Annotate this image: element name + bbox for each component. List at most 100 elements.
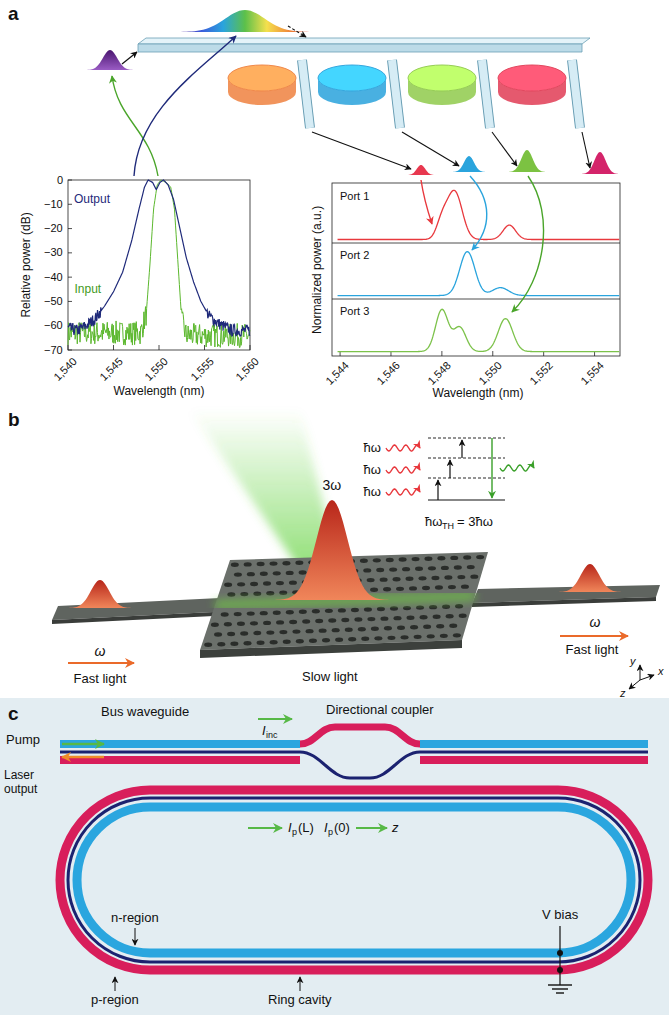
tick-label: 1,544 <box>323 359 351 387</box>
panel-letter: b <box>8 409 20 431</box>
tick-mark <box>441 351 442 356</box>
curved-arrow <box>512 176 544 312</box>
air-hole <box>328 618 336 622</box>
tick-label: −60 <box>44 319 63 332</box>
drop-arrow <box>312 132 411 169</box>
air-hole <box>435 585 443 589</box>
propagation-arrow <box>560 635 628 637</box>
panel-divider <box>332 299 620 300</box>
ground-symbol <box>548 984 572 985</box>
signal-label: Pump <box>6 733 40 748</box>
curved-arrow <box>112 76 158 176</box>
air-hole <box>431 576 439 580</box>
tick-label: −10 <box>44 198 63 211</box>
subscript: p <box>292 827 297 837</box>
air-hole <box>253 631 261 635</box>
tick-mark <box>159 345 160 350</box>
tick-mark <box>68 301 72 302</box>
tick-label: 1,540 <box>51 355 79 383</box>
tick-label: −40 <box>44 271 63 284</box>
ground-symbol <box>552 988 568 989</box>
air-hole <box>282 561 290 565</box>
air-hole <box>302 619 310 623</box>
air-hole <box>257 641 265 645</box>
air-hole <box>403 606 411 610</box>
air-hole <box>345 627 353 631</box>
tick-label: 1,550 <box>476 359 504 387</box>
air-hole <box>237 582 245 586</box>
air-hole <box>299 570 307 574</box>
air-hole <box>386 558 394 562</box>
air-hole <box>270 640 278 644</box>
chip-background <box>0 698 669 1015</box>
air-hole <box>263 621 271 625</box>
axis-title: Wavelength (nm) <box>433 387 524 401</box>
axis-label: x <box>658 665 664 678</box>
frequency-label: ω <box>590 614 601 630</box>
air-hole <box>433 615 441 619</box>
tick-mark <box>68 350 72 351</box>
drop-waveguide-edge <box>572 60 580 128</box>
output-pulse <box>579 152 621 174</box>
air-hole <box>457 575 465 579</box>
tick-mark <box>68 228 72 229</box>
light-label: Fast light <box>74 672 127 687</box>
air-hole <box>393 577 401 581</box>
air-hole <box>374 636 382 640</box>
axis-arrow <box>629 680 640 689</box>
tick-label: −20 <box>44 222 63 235</box>
air-hole <box>240 592 248 596</box>
air-hole <box>266 630 274 634</box>
ring-layer <box>77 807 631 953</box>
tick-label: 1,552 <box>527 359 555 387</box>
air-hole <box>393 616 401 620</box>
air-hole <box>384 626 392 630</box>
contact-dot <box>557 950 563 956</box>
plot-frame <box>332 183 620 356</box>
air-hole <box>364 607 372 611</box>
air-hole <box>377 607 385 611</box>
air-hole <box>407 615 415 619</box>
air-hole <box>441 566 449 570</box>
signal-label: (L) <box>298 821 314 836</box>
air-hole <box>276 620 284 624</box>
signal-label: I <box>324 821 328 836</box>
air-hole <box>253 591 261 595</box>
air-hole <box>449 624 457 628</box>
air-hole <box>455 604 463 608</box>
panel-letter: c <box>8 703 19 725</box>
drop-waveguide <box>482 60 490 128</box>
tick-mark <box>250 345 251 350</box>
bus-layer <box>420 740 648 748</box>
signal-label: Laser output <box>4 769 54 797</box>
air-hole <box>396 587 404 591</box>
air-hole <box>257 562 265 566</box>
air-hole <box>279 591 287 595</box>
air-hole <box>260 572 268 576</box>
air-hole <box>224 583 232 587</box>
light-label: Slow light <box>302 670 358 685</box>
bus-layer <box>60 740 300 748</box>
air-hole <box>453 633 461 637</box>
curve-label: Input <box>75 283 102 297</box>
pump-arrow <box>62 743 104 746</box>
air-hole <box>470 574 478 578</box>
leader-arrow <box>300 977 301 991</box>
air-hole <box>415 567 423 571</box>
air-hole <box>383 587 391 591</box>
air-hole <box>276 581 284 585</box>
air-hole <box>448 585 456 589</box>
air-hole <box>389 567 397 571</box>
output-spectrum <box>68 180 250 336</box>
air-hole <box>454 565 462 569</box>
air-hole <box>296 639 304 643</box>
tick-label: 1,550 <box>142 355 170 383</box>
ground-level <box>428 499 505 500</box>
drop-arrow <box>402 132 459 166</box>
air-hole <box>429 605 437 609</box>
drop-arrow <box>582 132 590 168</box>
air-hole <box>338 608 346 612</box>
drop-waveguide-edge <box>482 60 490 128</box>
